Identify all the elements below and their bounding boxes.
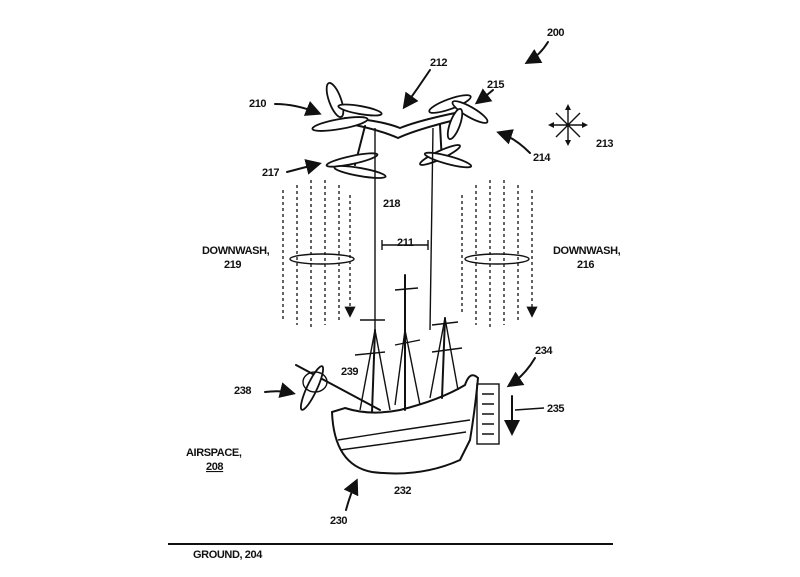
ref-210: 210 (249, 98, 266, 110)
ref-235: 235 (547, 403, 564, 415)
ref-212: 212 (430, 57, 447, 69)
ref-217: 217 (262, 167, 279, 179)
ref-232: 232 (394, 485, 411, 497)
ref-234: 234 (535, 345, 553, 357)
ref-239: 239 (341, 366, 358, 378)
downwash-right-ref: 216 (577, 259, 594, 271)
rotor-front-left (311, 82, 383, 132)
rotor-rear-right (419, 144, 473, 169)
rotor-rear-left (325, 152, 387, 179)
ref-213: 213 (596, 138, 613, 150)
ref-211: 211 (397, 237, 414, 249)
ref-200: 200 (547, 27, 564, 39)
downwash-left-label: DOWNWASH, (202, 245, 270, 257)
downwash-right (461, 180, 532, 330)
ref-238: 238 (234, 385, 251, 397)
display-panel (476, 383, 500, 445)
downwash-right-label: DOWNWASH, (553, 245, 621, 257)
compass-icon (548, 104, 588, 146)
ref-214: 214 (533, 152, 551, 164)
reference-labels: 200 212 215 210 214 213 217 218 211 DOWN… (186, 27, 621, 561)
downwash-left-ref: 219 (224, 259, 241, 271)
ref-218: 218 (383, 198, 400, 210)
ground-label: GROUND, 204 (193, 549, 263, 561)
drone (311, 82, 489, 331)
ship (295, 274, 500, 475)
leader-arrows (264, 41, 549, 511)
airspace-ref: 208 (206, 461, 223, 473)
rotor-front-right (428, 94, 489, 141)
downwash-left (282, 180, 354, 330)
ref-230: 230 (330, 515, 347, 527)
ref-215: 215 (487, 79, 504, 91)
airspace-label: AIRSPACE, (186, 447, 242, 459)
